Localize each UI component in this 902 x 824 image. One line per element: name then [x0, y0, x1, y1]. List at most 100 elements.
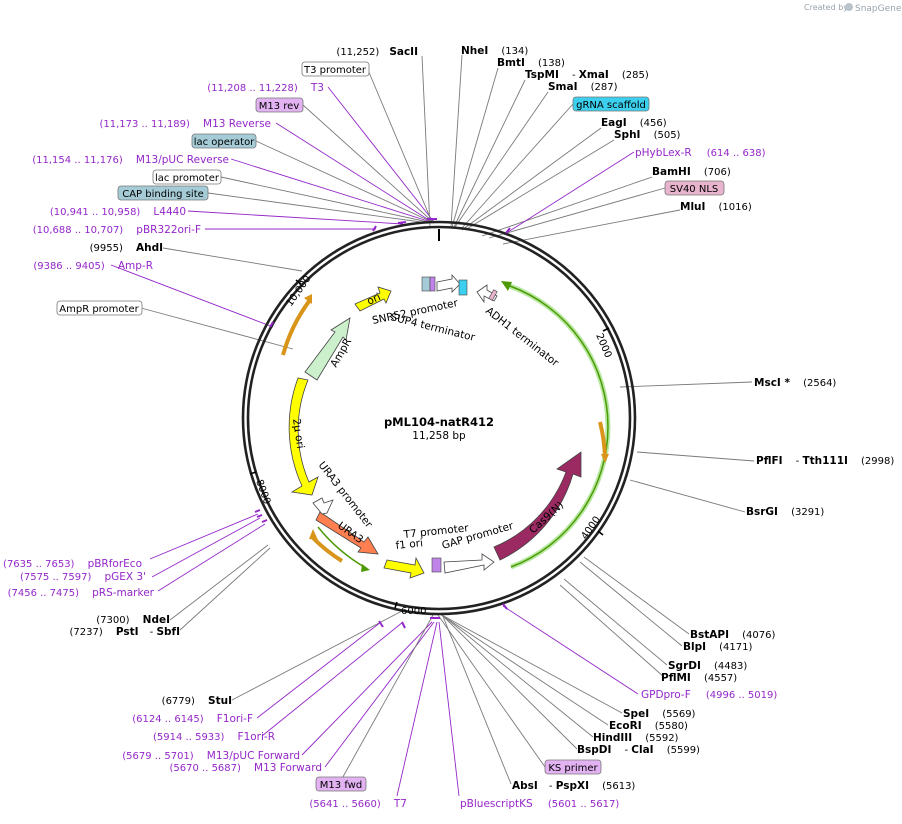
primer-label-amp-r[interactable]: (9386 .. 9405) Amp-R	[33, 254, 153, 273]
primer-label-pbrforeco[interactable]: (7635 .. 7653) pBRforEco	[3, 552, 142, 571]
site-label-bspdi-clai[interactable]: BspDI - ClaI (5599)	[577, 738, 700, 757]
site-label-bmti[interactable]: BmtI (138)	[497, 51, 565, 70]
two-micron-ori-feature[interactable]	[288, 377, 319, 496]
site-label-eagi[interactable]: EagI (456)	[601, 111, 667, 130]
feature-box-bg	[56, 300, 143, 316]
feature-box-t3-promoter[interactable]: T3 promoter	[301, 61, 370, 77]
tick-6000: 6000	[401, 606, 426, 617]
primer-name: pHybLex-R	[635, 147, 692, 159]
snr52-promoter-feature[interactable]	[436, 273, 461, 293]
ura3-promoter-arrow[interactable]	[312, 497, 334, 515]
feature-box-label: SV40 NLS	[670, 184, 719, 195]
site-name-2: XmaI	[579, 69, 609, 81]
two-micron-ori-label: 2μ ori	[290, 418, 306, 450]
site-name: SpeI	[623, 708, 649, 720]
primer-label-m13-forward[interactable]: (5670 .. 5687) M13 Forward	[170, 756, 323, 775]
site-pos: (285)	[622, 70, 649, 81]
feature-box-m13-fwd[interactable]: M13 fwd	[315, 776, 367, 792]
site-label-tspmi-xmai[interactable]: TspMI - XmaI (285)	[525, 63, 649, 82]
primer-label-l4440[interactable]: (10,941 .. 10,958) L4440	[50, 200, 186, 219]
primer-label-f1ori-f[interactable]: (6124 .. 6145) F1ori-F	[132, 707, 253, 726]
m13-rev-feature[interactable]	[429, 276, 436, 292]
sv40-nls-feature[interactable]	[488, 289, 498, 301]
ura3-feature[interactable]	[315, 511, 379, 555]
site-label-smai[interactable]: SmaI (287)	[548, 75, 618, 94]
site-name: AhdI	[136, 242, 163, 254]
site-label-msci[interactable]: MscI * (2564)	[754, 371, 836, 390]
site-label-pflmi[interactable]: PflMI (4557)	[661, 666, 737, 685]
site-label-sgrdi[interactable]: SgrDI (4483)	[668, 654, 747, 673]
site-label-bamhi[interactable]: BamHI (706)	[652, 160, 731, 179]
site-pos: (5599)	[667, 745, 700, 756]
feature-box-ampr-promoter[interactable]: AmpR promoter	[56, 300, 143, 316]
site-label-stui[interactable]: (6779) StuI	[162, 689, 232, 708]
primer-label-m13-puc-reverse[interactable]: (11,154 .. 11,176) M13/pUC Reverse	[32, 148, 229, 167]
site-name: BlpI	[683, 641, 706, 653]
site-label-sphi[interactable]: SphI (505)	[614, 123, 681, 142]
primer-label-phyblex-r[interactable]: pHybLex-R (614 .. 638)	[635, 141, 766, 160]
primer-name: T3	[310, 82, 324, 94]
feature-box-ks-primer[interactable]: KS primer	[544, 759, 602, 775]
cas9-n-feature[interactable]	[493, 451, 582, 561]
primer-pos: (6124 .. 6145)	[132, 714, 204, 725]
site-label-ndei[interactable]: (7300) NdeI	[96, 608, 170, 627]
primer-label-t7[interactable]: (5641 .. 5660) T7	[309, 792, 407, 811]
grna-scaffold-feature[interactable]	[458, 279, 468, 296]
feature-box-sv40-nls[interactable]: SV40 NLS	[664, 180, 725, 196]
f1-ori-feature[interactable]	[383, 556, 425, 579]
feature-box-cap-binding-site[interactable]: CAP binding site	[117, 185, 209, 201]
primer-name: Amp-R	[118, 260, 153, 272]
orange-feature-right-arrow-icon	[601, 454, 609, 463]
site-pos: (11,252)	[336, 47, 379, 58]
site-label-blpi[interactable]: BlpI (4171)	[683, 635, 752, 654]
primer-label-t3[interactable]: (11,208 .. 11,228) T3	[207, 76, 324, 95]
primer-label-pbluescriptks[interactable]: pBluescriptKS (5601 .. 5617)	[460, 792, 619, 811]
site-label-hindiii[interactable]: HindIII (5592)	[593, 726, 679, 745]
feature-box-lac-operator[interactable]: lac operator	[191, 133, 257, 149]
primer-pos: (4996 .. 5019)	[706, 690, 778, 701]
site-label-spei[interactable]: SpeI (5569)	[623, 702, 696, 721]
primer-label-pbr322ori-f[interactable]: (10,688 .. 10,707) pBR322ori-F	[33, 218, 201, 237]
primer-label-m13-puc-forward[interactable]: (5679 .. 5701) M13/pUC Forward	[122, 744, 300, 763]
site-label-psti-sbfi[interactable]: (7237) PstI - SbfI	[70, 620, 181, 639]
site-label-pflfi-tth111i[interactable]: PflFI - Tth111I (2998)	[756, 449, 894, 468]
lac-operator-feature[interactable]	[421, 276, 431, 292]
credit-created-by: Created by	[804, 3, 848, 12]
site-label-mlui[interactable]: MluI (1016)	[680, 195, 752, 214]
primer-label-f1ori-r[interactable]: (5914 .. 5933) F1ori-R	[153, 725, 275, 744]
gap-promoter-feature[interactable]	[443, 553, 495, 574]
primer-label-m13-reverse[interactable]: (11,173 .. 11,189) M13 Reverse	[99, 112, 271, 131]
site-label-ecori[interactable]: EcoRI (5580)	[609, 714, 688, 733]
feature-box-bg	[572, 96, 650, 112]
primer-label-pgex-3[interactable]: (7575 .. 7597) pGEX 3'	[20, 565, 146, 584]
site-label-bsrgi[interactable]: BsrGI (3291)	[746, 500, 824, 519]
feature-box-grna-scaffold[interactable]: gRNA scaffold	[572, 96, 650, 112]
feature-box-label: CAP binding site	[122, 189, 204, 200]
ori-feature[interactable]	[354, 286, 392, 312]
primer-pos: (9386 .. 9405)	[33, 261, 105, 272]
site-name: MscI *	[754, 377, 790, 389]
site-name: BsrGI	[746, 506, 778, 518]
primer-label-gpdpro-f[interactable]: GPDpro-F (4996 .. 5019)	[641, 683, 777, 702]
ampr-feature[interactable]	[304, 317, 351, 381]
primer-name: M13/pUC Reverse	[136, 154, 229, 166]
site-label-absi-pspxi[interactable]: AbsI - PspXI (5613)	[512, 774, 635, 793]
feature-box-m13-rev[interactable]: M13 rev	[255, 97, 304, 113]
t7-promoter-feature[interactable]	[431, 557, 442, 573]
site-name: SgrDI	[668, 660, 701, 672]
primer-label-prs-marker[interactable]: (7456 .. 7475) pRS-marker	[8, 581, 155, 600]
site-pos: (4171)	[719, 642, 752, 653]
site-sep: -	[572, 70, 579, 81]
site-name-2: PspXI	[556, 780, 589, 792]
site-label-bstapi[interactable]: BstAPI (4076)	[690, 623, 775, 642]
site-label-sacii[interactable]: (11,252) SacII	[336, 40, 418, 59]
feature-box-bg	[315, 776, 367, 792]
primer-name: F1ori-R	[238, 731, 275, 743]
site-pos: (706)	[704, 167, 731, 178]
feature-box-lac-promoter[interactable]: lac promoter	[152, 169, 222, 185]
snapgene-credit[interactable]: Created by SnapGene	[804, 3, 902, 14]
site-label-ahdi[interactable]: (9955) AhdI	[90, 236, 163, 255]
site-pos: (4557)	[704, 673, 737, 684]
site-label-nhei[interactable]: NheI (134)	[461, 39, 528, 58]
